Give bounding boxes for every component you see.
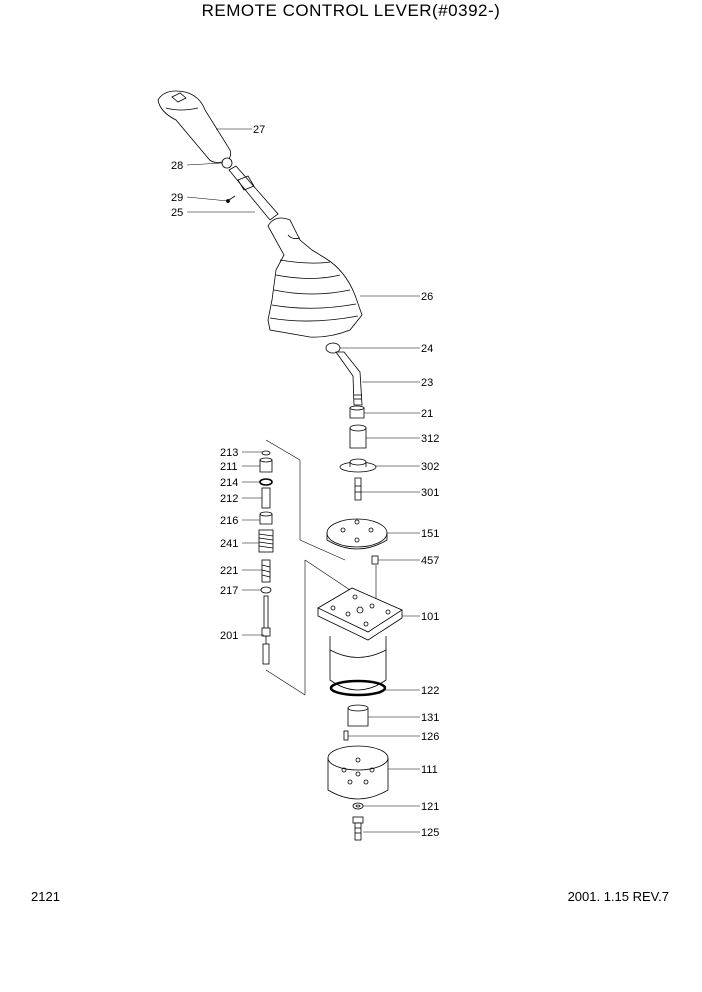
leader-lines <box>186 128 420 833</box>
callout-122: 122 <box>421 685 439 697</box>
callout-241: 241 <box>220 538 238 550</box>
o-ring-213-part <box>261 450 271 456</box>
callout-213: 213 <box>220 447 238 459</box>
assembly-bracket-lines <box>265 439 377 696</box>
knob-part <box>157 90 232 163</box>
callout-23: 23 <box>421 377 433 389</box>
callout-25: 25 <box>171 207 183 219</box>
callout-217: 217 <box>220 585 238 597</box>
callout-457: 457 <box>421 555 439 567</box>
callout-151: 151 <box>421 528 439 540</box>
callout-29: 29 <box>171 192 183 204</box>
lever-25-part <box>228 165 279 221</box>
o-ring-122-part <box>329 679 387 697</box>
callout-21: 21 <box>421 408 433 420</box>
callout-211: 211 <box>220 461 238 473</box>
bolt-125-part <box>352 816 364 841</box>
revision-date: 2001. 1.15 REV.7 <box>567 889 669 904</box>
washer-121-part <box>352 802 364 810</box>
washer-217-part <box>260 586 272 594</box>
callout-111: 111 <box>421 764 438 776</box>
plate-302-part <box>339 458 377 473</box>
callout-26: 26 <box>421 291 433 303</box>
plate-151-part <box>326 518 388 550</box>
callout-221: 221 <box>220 565 238 577</box>
callout-28: 28 <box>171 160 183 172</box>
plug-457-part <box>371 555 379 565</box>
callout-121: 121 <box>421 801 439 813</box>
casing-101-part <box>317 587 403 691</box>
callout-201: 201 <box>220 630 238 642</box>
callout-212: 212 <box>220 493 238 505</box>
seal-212-part <box>261 487 271 509</box>
plug-211-part <box>259 457 273 473</box>
port-plate-111-part <box>327 745 389 800</box>
boot-26-part <box>267 217 363 338</box>
callout-301: 301 <box>421 487 439 499</box>
page-number: 2121 <box>31 889 60 904</box>
pin-126-part <box>343 730 349 741</box>
page-title: REMOTE CONTROL LEVER(#0392-) <box>201 1 501 20</box>
ball-24-part <box>325 342 341 354</box>
spring-seat-216-part <box>259 511 273 525</box>
callout-126: 126 <box>421 731 439 743</box>
callout-216: 216 <box>220 515 238 527</box>
cap-21-part <box>349 405 365 419</box>
pin-29-part <box>226 195 236 203</box>
callout-312: 312 <box>421 433 439 445</box>
spring-241-part <box>258 529 274 553</box>
bush-131-part <box>347 704 369 727</box>
spring-221-part <box>261 559 271 583</box>
callout-214: 214 <box>220 477 238 489</box>
callout-24: 24 <box>421 343 433 355</box>
ball-28-part <box>221 157 233 169</box>
joint-301-part <box>354 477 362 501</box>
callout-27: 27 <box>253 124 265 136</box>
callout-302: 302 <box>421 461 439 473</box>
callout-labels: 27 28 29 25 26 24 23 21 312 302 301 151 … <box>171 124 439 839</box>
rod-23-part <box>335 351 363 406</box>
callout-125: 125 <box>421 827 439 839</box>
o-ring-214-part <box>259 478 273 486</box>
callout-101: 101 <box>421 611 439 623</box>
bush-312-part <box>349 424 367 449</box>
spool-201-part <box>261 595 271 665</box>
callout-131: 131 <box>421 712 439 724</box>
